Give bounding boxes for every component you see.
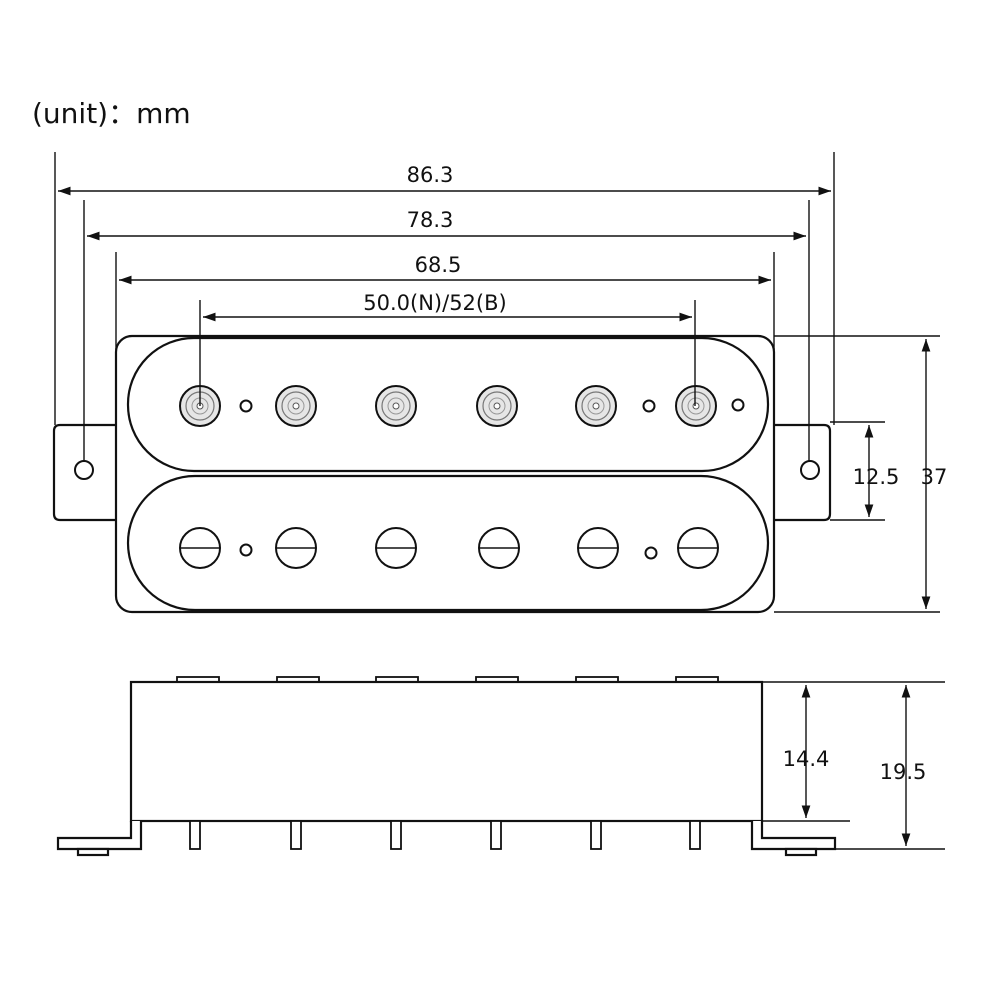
bobbin-hole [731,398,745,412]
right-bracket-foot [784,847,818,857]
slug-pole-pieces [179,385,717,427]
left-mounting-tab [52,423,128,522]
cover-width-label: 68.5 [415,253,462,277]
side-pole-leg [490,820,502,850]
unit-label: (unit)：mm [32,97,191,130]
top-view: 86.3 78.3 68.5 50.0(N)/52(B) 37 12.5 [52,152,948,614]
total-height-label: 19.5 [880,760,927,784]
side-pole-leg [290,820,302,850]
screw-pole-pieces [179,527,719,569]
left-side-bracket [56,821,143,851]
side-view-body [129,680,764,823]
left-bracket-foot [76,847,110,857]
slug-pole-piece [575,385,617,427]
side-pole-leg [390,820,402,850]
side-pole-leg [689,820,701,850]
side-view: 14.4 19.5 [56,676,945,857]
side-view-pole-tops [176,676,719,683]
right-mounting-tab [768,423,832,522]
side-view-pole-legs [189,820,701,850]
mount-hole-spacing-label: 78.3 [407,208,454,232]
mount-tab-width-label: 12.5 [853,465,900,489]
side-pole-leg [189,820,201,850]
side-pole-leg [590,820,602,850]
top-bobbin [126,336,770,473]
bobbin-hole [644,546,658,560]
body-height-label: 14.4 [783,747,830,771]
screw-pole-piece [478,527,520,569]
bobbin-hole [239,399,253,413]
bobbin-hole [239,543,253,557]
pole-spacing-label: 50.0(N)/52(B) [363,291,506,315]
bobbin-hole [642,399,656,413]
slug-pole-piece [275,385,317,427]
total-length-label: 37 [921,465,948,489]
slug-pole-piece [476,385,518,427]
right-side-bracket [750,821,837,851]
screw-pole-piece [275,527,317,569]
screw-pole-piece [677,527,719,569]
slug-pole-piece [675,385,717,427]
total-width-label: 86.3 [407,163,454,187]
slug-pole-piece [375,385,417,427]
screw-pole-piece [375,527,417,569]
bottom-bobbin [126,474,770,612]
right-mounting-hole [800,460,820,480]
screw-pole-piece [179,527,221,569]
screw-pole-piece [577,527,619,569]
